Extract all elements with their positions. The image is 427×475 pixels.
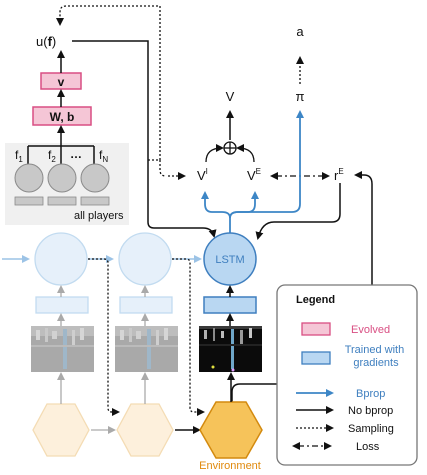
a-label: a — [296, 24, 304, 39]
player-circle-n — [80, 163, 110, 193]
sampling-lstm2-to-env3 — [172, 258, 205, 416]
legend-evolved-label: Evolved — [351, 324, 390, 336]
legend-title: Legend — [296, 294, 335, 306]
sampling-lstm1-to-env2 — [88, 258, 120, 416]
legend-sampling-label: Sampling — [348, 423, 394, 435]
legend-frame — [276, 284, 418, 466]
faded-observation-1 — [31, 326, 94, 372]
environment-label: Environment — [199, 460, 261, 472]
f2-label: f2 — [48, 148, 56, 164]
lstm-label: LSTM — [215, 254, 244, 266]
fn-label: fN — [99, 148, 108, 164]
vi-label: VI — [197, 167, 208, 183]
player-circle-2 — [47, 163, 77, 193]
legend-evolved-swatch — [301, 322, 331, 336]
arrow-re-to-lstm — [255, 183, 341, 240]
legend-trained-label: Trained with gradients — [345, 344, 408, 369]
player-bar-n — [80, 196, 110, 206]
faded-env-hex-2 — [116, 403, 174, 457]
observation-frame — [199, 326, 262, 372]
v-box-label: v — [58, 75, 65, 89]
faded-lstm-2 — [118, 232, 172, 286]
player-bar-1 — [14, 196, 44, 206]
faded-embed-2 — [119, 296, 173, 314]
arrow-vi-to-oplus — [205, 144, 224, 163]
all-players-label: all players — [74, 210, 124, 222]
legend-trained-swatch — [301, 351, 331, 365]
uf-label: u(f) — [36, 34, 56, 49]
faded-lstm-1 — [34, 232, 88, 286]
player-bar-2 — [47, 196, 77, 206]
legend-nobprop-label: No bprop — [348, 405, 393, 417]
v-label: V — [226, 89, 235, 104]
ellipsis-label: … — [70, 147, 82, 161]
f1-label: f1 — [15, 148, 23, 164]
sampling-corner — [159, 160, 167, 177]
faded-env-hex-1 — [32, 403, 90, 457]
ve-label: VE — [247, 167, 261, 183]
sampling-loop-top — [56, 5, 161, 161]
bprop-lstm-to-ve — [229, 191, 259, 219]
faded-observation-2 — [115, 326, 178, 372]
embed-box — [203, 296, 257, 314]
re-label: rE — [334, 167, 344, 183]
legend-loss-label: Loss — [356, 441, 380, 453]
pi-label: π — [296, 89, 305, 104]
environment-hex — [199, 401, 263, 459]
bprop-lstm-to-pi — [229, 110, 304, 219]
player-circle-1 — [14, 163, 44, 193]
faded-embed-1 — [35, 296, 89, 314]
arrow-uf-to-lstm — [72, 40, 217, 238]
wb-box-label: W, b — [50, 110, 75, 124]
arrow-ve-to-oplus — [236, 144, 255, 163]
legend: Legend Evolved Trained with gradients Bp… — [276, 284, 418, 466]
legend-bprop-label: Bprop — [356, 388, 385, 400]
